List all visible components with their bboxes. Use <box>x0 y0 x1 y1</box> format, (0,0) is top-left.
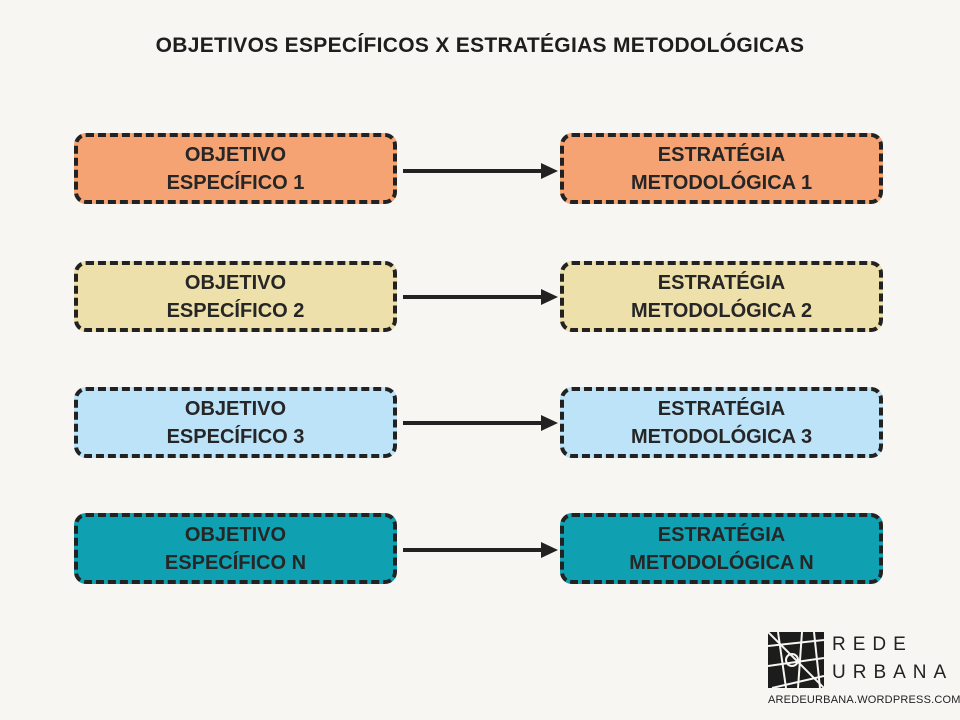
objective-1-line-2: ESPECÍFICO 1 <box>166 171 305 194</box>
arrow-3 <box>403 415 558 431</box>
objective-box-1: OBJETIVO ESPECÍFICO 1 <box>74 133 397 204</box>
objective-1-line-1: OBJETIVO <box>184 143 287 166</box>
arrow-n <box>403 542 558 558</box>
objective-box-n: OBJETIVO ESPECÍFICO N <box>74 513 397 584</box>
strategy-1-line-1: ESTRATÉGIA <box>657 143 786 166</box>
strategy-n-line-1: ESTRATÉGIA <box>657 523 786 546</box>
strategy-n-line-2: METODOLÓGICA N <box>629 551 814 574</box>
logo-text-line-2: URBANA <box>832 662 954 683</box>
rede-urbana-logo: REDE URBANA AREDEURBANA.WORDPRESS.COM <box>768 632 960 712</box>
city-map-logo-icon <box>768 632 824 688</box>
arrow-2 <box>403 289 558 305</box>
strategy-3-line-1: ESTRATÉGIA <box>657 397 786 420</box>
objective-2-line-1: OBJETIVO <box>184 271 287 294</box>
logo-url: AREDEURBANA.WORDPRESS.COM <box>768 694 960 706</box>
objective-n-line-2: ESPECÍFICO N <box>164 551 307 574</box>
objective-3-line-2: ESPECÍFICO 3 <box>166 425 305 448</box>
strategy-3-line-2: METODOLÓGICA 3 <box>630 425 813 448</box>
objective-box-2: OBJETIVO ESPECÍFICO 2 <box>74 261 397 332</box>
strategy-box-3: ESTRATÉGIA METODOLÓGICA 3 <box>560 387 883 458</box>
objective-3-line-1: OBJETIVO <box>184 397 287 420</box>
diagram-title: OBJETIVOS ESPECÍFICOS X ESTRATÉGIAS METO… <box>155 34 805 57</box>
objective-n-line-1: OBJETIVO <box>184 523 287 546</box>
strategy-box-n: ESTRATÉGIA METODOLÓGICA N <box>560 513 883 584</box>
strategy-box-2: ESTRATÉGIA METODOLÓGICA 2 <box>560 261 883 332</box>
objective-2-line-2: ESPECÍFICO 2 <box>166 299 305 322</box>
strategy-box-1: ESTRATÉGIA METODOLÓGICA 1 <box>560 133 883 204</box>
objective-box-3: OBJETIVO ESPECÍFICO 3 <box>74 387 397 458</box>
strategy-1-line-2: METODOLÓGICA 1 <box>630 171 813 194</box>
arrow-1 <box>403 163 558 179</box>
logo-text-line-1: REDE <box>832 634 913 655</box>
strategy-2-line-2: METODOLÓGICA 2 <box>630 299 813 322</box>
strategy-2-line-1: ESTRATÉGIA <box>657 271 786 294</box>
